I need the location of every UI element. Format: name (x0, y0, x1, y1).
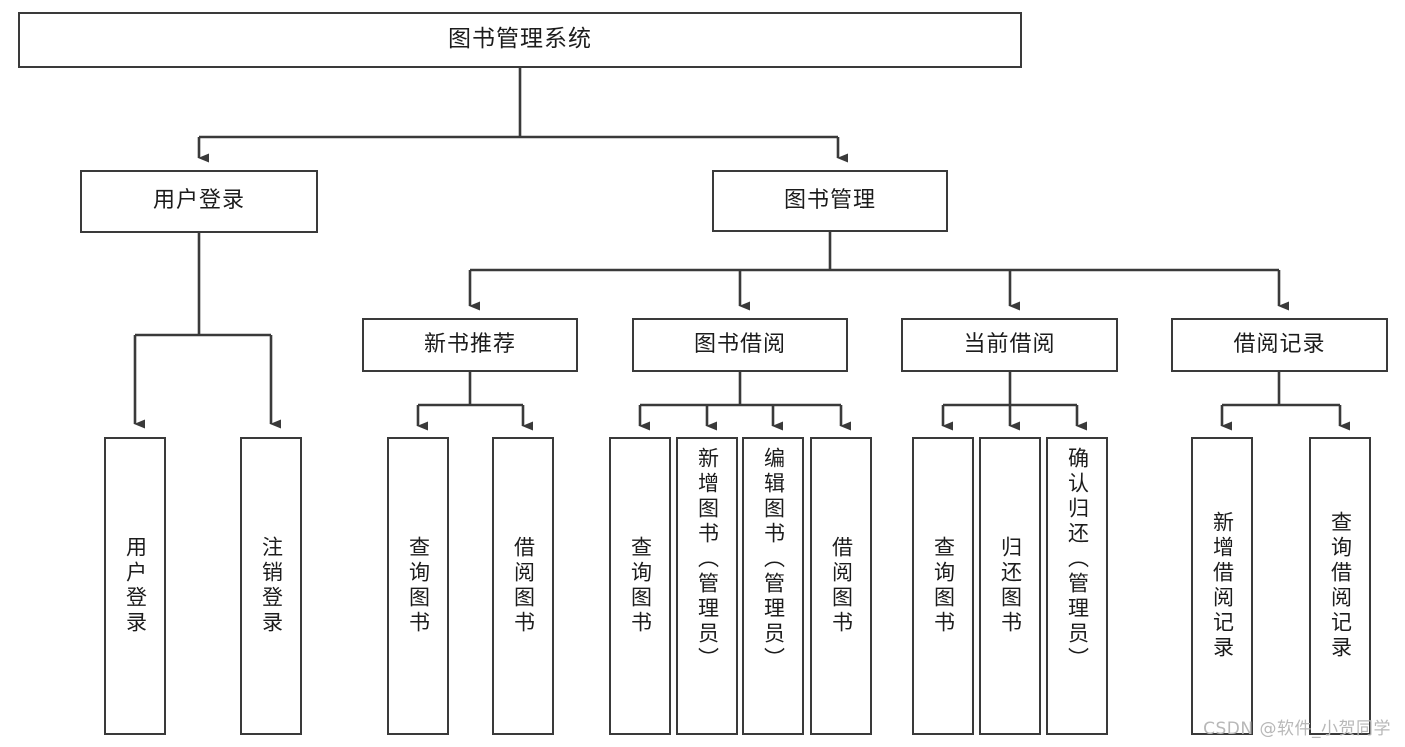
node-label: 借阅图书 (511, 536, 536, 636)
node-label: 归还图书 (998, 536, 1023, 636)
leaf-query-borrow-record[interactable]: 查询借阅记录 (1309, 437, 1371, 735)
csdn-watermark: CSDN @软件_小贺同学 (1203, 719, 1391, 739)
node-label: 查询图书 (406, 536, 431, 636)
leaf-return-book[interactable]: 归还图书 (979, 437, 1041, 735)
leaf-query-book-1[interactable]: 查询图书 (387, 437, 449, 735)
node-label: 借阅记录 (1233, 331, 1326, 357)
node-label: 当前借阅 (963, 331, 1056, 357)
leaf-borrow-book-2[interactable]: 借阅图书 (810, 437, 872, 735)
node-label: 新增图书（管理员） (695, 447, 720, 672)
node-current-borrow[interactable]: 当前借阅 (901, 318, 1118, 372)
node-book-manage[interactable]: 图书管理 (712, 170, 948, 232)
node-label: 用户登录 (123, 536, 148, 636)
node-label: 新增借阅记录 (1210, 511, 1235, 661)
leaf-add-borrow-record[interactable]: 新增借阅记录 (1191, 437, 1253, 735)
leaf-query-book-2[interactable]: 查询图书 (609, 437, 671, 735)
leaf-edit-book-admin[interactable]: 编辑图书（管理员） (742, 437, 804, 735)
node-label: 新书推荐 (423, 331, 516, 357)
node-label: 借阅图书 (829, 536, 854, 636)
node-book-borrow[interactable]: 图书借阅 (632, 318, 848, 372)
leaf-confirm-return-admin[interactable]: 确认归还（管理员） (1046, 437, 1108, 735)
node-label: 用户登录 (152, 188, 245, 214)
node-label: 编辑图书（管理员） (761, 447, 786, 672)
leaf-logout[interactable]: 注销登录 (240, 437, 302, 735)
node-borrow-record[interactable]: 借阅记录 (1171, 318, 1388, 372)
node-label: 图书管理系统 (448, 26, 592, 53)
node-label: 图书管理 (783, 187, 876, 213)
leaf-query-book-3[interactable]: 查询图书 (912, 437, 974, 735)
leaf-user-login[interactable]: 用户登录 (104, 437, 166, 735)
node-label: 查询借阅记录 (1328, 511, 1353, 661)
node-new-book-recommend[interactable]: 新书推荐 (362, 318, 578, 372)
node-label: 图书借阅 (693, 331, 786, 357)
node-label: 查询图书 (931, 536, 956, 636)
node-root-system[interactable]: 图书管理系统 (18, 12, 1022, 68)
node-label: 查询图书 (628, 536, 653, 636)
node-label: 确认归还（管理员） (1065, 447, 1090, 672)
leaf-add-book-admin[interactable]: 新增图书（管理员） (676, 437, 738, 735)
node-label: 注销登录 (259, 536, 284, 636)
node-user-login[interactable]: 用户登录 (80, 170, 318, 233)
leaf-borrow-book-1[interactable]: 借阅图书 (492, 437, 554, 735)
